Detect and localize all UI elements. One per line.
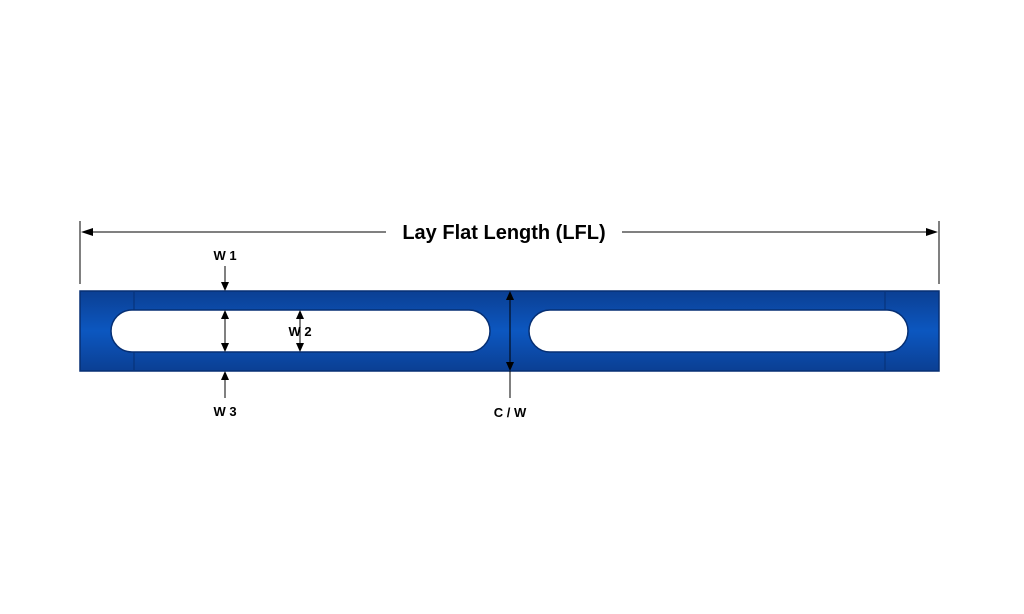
cw-arrow-up-icon [506,291,514,300]
w3-arrow-icon [221,371,229,380]
arrow-right-icon [926,228,938,236]
lfl-dimension: Lay Flat Length (LFL) [79,221,940,284]
arrow-left-icon [81,228,93,236]
w2-label: W 2 [288,324,311,339]
lfl-title: Lay Flat Length (LFL) [402,222,605,244]
w1-dimension: W 1 [213,248,237,319]
cw-dimension: C / W [494,291,527,420]
cw-arrow-down-icon [506,362,514,371]
w1-arrow-up-icon [221,310,229,319]
w3-label: W 3 [213,404,236,419]
slot-right [528,309,909,353]
w2-dimension: W 2 [221,310,312,352]
w1-label: W 1 [213,248,236,263]
w2-arrow-down-icon [296,343,304,352]
w3-inner-arrow-icon [221,343,229,352]
cw-label: C / W [494,405,527,420]
w2-arrow-up-icon [296,310,304,319]
w3-dimension: W 3 [213,371,237,419]
w1-arrow-icon [221,282,229,291]
